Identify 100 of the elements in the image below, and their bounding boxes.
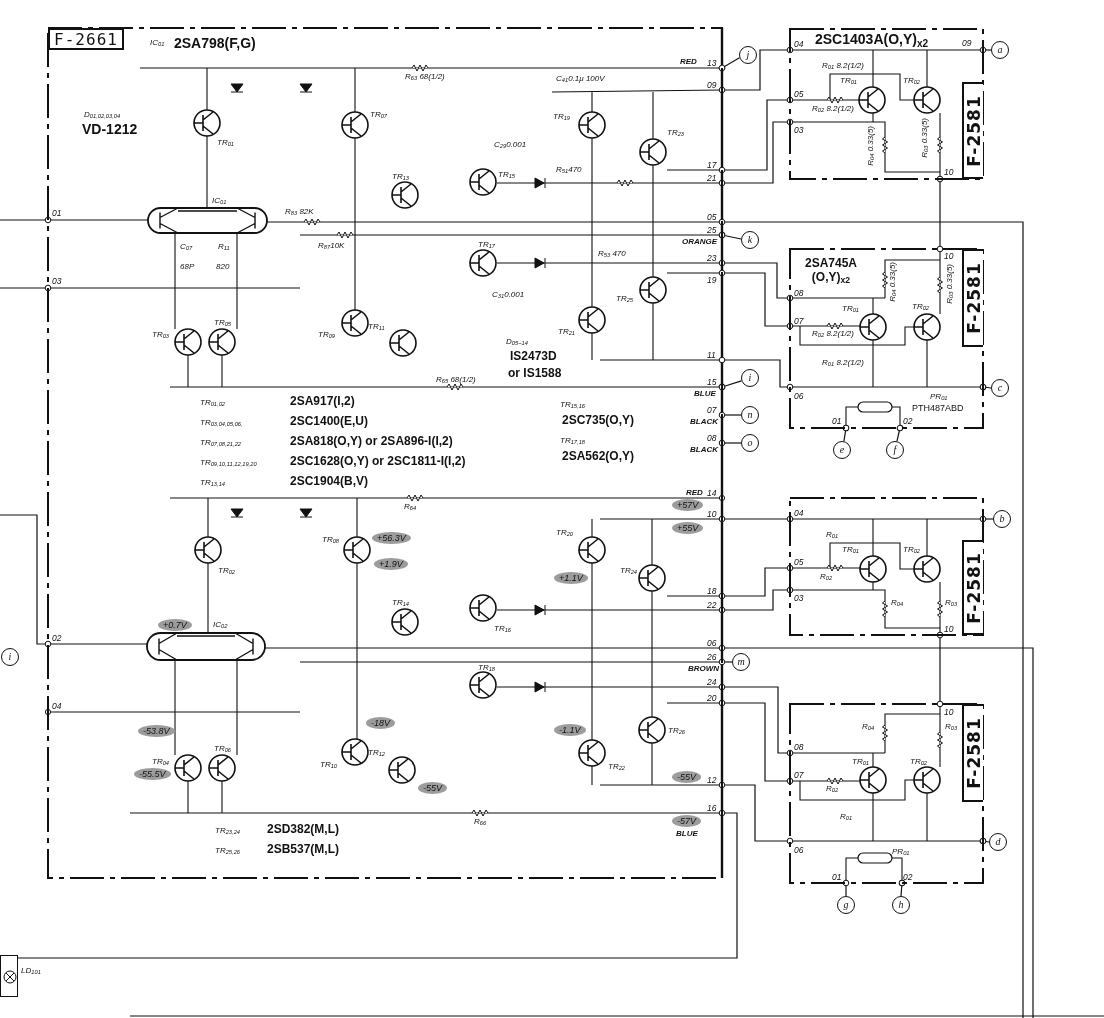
pin-number: 11 [707,350,716,360]
component-label: R$_{02}$ 8.2(1/2) [812,104,854,113]
part-number: 2SA917(I,2) [290,394,355,408]
connector-circle: n [741,406,759,424]
component-label: PR$_{01}$ [930,392,948,401]
component-label: IC$_{01}$ [212,196,227,205]
wire [718,46,794,94]
pin-number: 15 [707,377,717,387]
component-label: TR$_{02}$ [910,757,928,766]
component-label: TR$_{02}$ [218,566,236,575]
circuit-board-outline [790,498,983,635]
wire-color-label: RED [680,57,697,66]
wire-color-label: BLUE [676,829,698,838]
connector-circle: o [741,434,759,452]
component-label: R$_{01}$ [840,812,853,821]
component-label: C$_{29}$0.001 [494,140,527,149]
component-label: TR$_{22}$ [608,762,626,771]
component-label: TR$_{16}$ [494,624,512,633]
component-label: TR$_{07,08,21,22}$ [200,438,242,447]
wire [979,837,990,845]
wire-color-label: BLACK [690,417,718,426]
connector-circle: g [837,896,855,914]
connector-circle: m [732,653,750,671]
pin-number: 02 [903,872,913,882]
component-label: TR$_{01}$ [217,138,235,147]
component-label: R$_{53}$ 470 [598,249,626,258]
connector-circle: h [892,896,910,914]
wire [718,683,794,757]
pin-number: 03 [52,276,62,286]
component-label: TR$_{15}$ [498,170,516,179]
component-label: TR$_{08}$ [322,535,340,544]
pin-number: 20 [707,693,717,703]
voltage-reading: -53.8V [138,725,175,737]
component-label: TR$_{01,02}$ [200,398,226,407]
pin-number: 12 [707,775,717,785]
component-label: R$_{64}$ [404,502,417,511]
wire [718,564,794,600]
component-label: TR$_{11}$ [368,322,385,331]
component-label: TR$_{01}$ [852,757,870,766]
component-label: D$_{05~14}$ [506,337,528,346]
wire-color-label: BLACK [690,445,718,454]
wire [718,269,794,330]
component-label: TR$_{21}$ [558,327,576,336]
component-label: 68P [180,262,195,271]
pin-number: 10 [944,707,954,717]
pin-number: 06 [707,638,717,648]
wire [896,424,904,442]
pin-number: 18 [707,586,717,596]
pin-number: 07 [794,316,804,326]
wire-color-label: BLUE [694,389,716,398]
part-number: 2SA562(O,Y) [562,449,635,463]
board-label: F-2581 [962,540,983,635]
component-label: R$_{01}$ [826,530,839,539]
component-label: TR$_{01}$ [840,76,858,85]
board-label: F-2661 [48,28,124,50]
component-label: IC$_{01}$ [150,38,165,47]
component-label: TR$_{13,14}$ [200,478,226,487]
part-number: PTH487ABD [912,403,964,413]
component-label: TR$_{19}$ [553,112,571,121]
pin-number: 26 [707,652,717,662]
connector-circle: i [741,369,759,387]
part-number: 2SC735(O,Y) [562,413,635,427]
component-label: R$_{02}$ 8.2(1/2) [812,329,854,338]
part-number: 2SC1904(B,V) [290,474,369,488]
component-label: TR$_{02}$ [903,76,921,85]
pin-number: 08 [707,433,717,443]
component-label: R$_{02}$ [826,784,839,793]
component-label: TR$_{25}$ [616,294,634,303]
component-label: TR$_{24}$ [620,566,638,575]
pin-number: 03 [794,593,804,603]
voltage-reading: +1.1V [554,572,588,584]
voltage-reading: -18V [366,717,395,729]
component-label: C$_{31}$0.001 [492,290,525,299]
pin-number: 05 [794,557,804,567]
wire [0,284,52,292]
component-label: PR$_{01}$ [892,847,910,856]
pin-number: 04 [794,508,804,518]
part-number: 2SD382(M,L) [267,822,340,836]
wire [718,57,741,72]
component-label: TR$_{04}$ [152,757,170,766]
pin-number: 05 [707,212,717,222]
wire [718,231,742,240]
pin-number: 04 [794,39,804,49]
connector-circle: b [993,510,1011,528]
wire [979,46,992,54]
wire-color-label: RED [686,488,703,497]
component-label: R$_{02}$ [820,572,833,581]
pin-number: 10 [944,251,954,261]
component-label: TR$_{12}$ [368,748,386,757]
component-label: TR$_{17,18}$ [560,436,586,445]
component-label: R$_{01}$ 8.2(1/2) [822,358,864,367]
component-label: C$_{07}$ [180,242,193,251]
wire-color-label: ORANGE [682,237,718,246]
component-label: TR$_{09}$ [318,330,336,339]
pin-number: 10 [707,509,717,519]
component-label: IC$_{02}$ [213,620,228,629]
wire [718,439,742,447]
part-number: VD-1212 [82,121,138,137]
component-label: TR$_{26}$ [668,726,686,735]
wire [718,515,794,523]
